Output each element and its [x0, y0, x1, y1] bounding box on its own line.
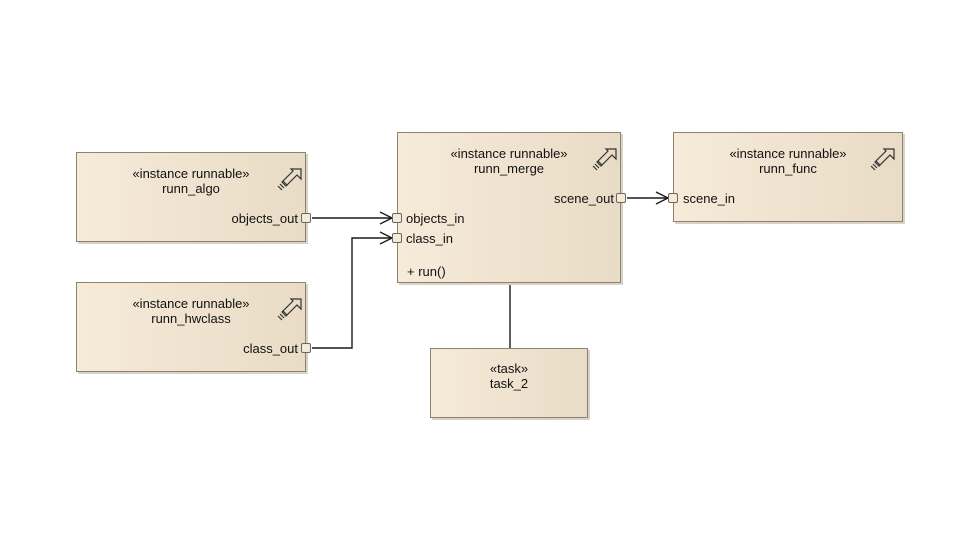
node-stereotype: «instance runnable»	[450, 146, 568, 161]
port-label-scene-in: scene_in	[683, 191, 736, 206]
port-label-objects-in: objects_in	[406, 211, 465, 226]
port-label-class-out: class_out	[243, 341, 298, 356]
node-stereotype: «instance runnable»	[132, 296, 250, 311]
node-name: task_2	[489, 376, 529, 391]
port-label-class-in: class_in	[406, 231, 453, 246]
node-name: runn_algo	[162, 181, 220, 196]
node-name: runn_hwclass	[151, 311, 231, 326]
runnable-icon	[870, 148, 895, 171]
node-runn-algo[interactable]: «instance runnable» runn_algo	[76, 152, 306, 242]
operation-run: + run()	[407, 264, 446, 279]
connector-class[interactable]	[312, 237, 392, 349]
port-class-in[interactable]	[392, 233, 402, 243]
port-class-out[interactable]	[301, 343, 311, 353]
node-stereotype: «instance runnable»	[729, 146, 847, 161]
runnable-icon	[277, 168, 302, 191]
node-name: runn_merge	[473, 161, 545, 176]
port-label-scene-out: scene_out	[554, 191, 614, 206]
node-runn-func[interactable]: «instance runnable» runn_func	[673, 132, 903, 222]
port-objects-out[interactable]	[301, 213, 311, 223]
port-scene-out[interactable]	[616, 193, 626, 203]
node-name: runn_func	[759, 161, 817, 176]
node-stereotype: «task»	[489, 361, 529, 376]
runnable-icon	[592, 148, 617, 171]
node-stereotype: «instance runnable»	[132, 166, 250, 181]
port-scene-in[interactable]	[668, 193, 678, 203]
runnable-icon	[277, 298, 302, 321]
port-label-objects-out: objects_out	[231, 211, 299, 226]
node-task-2[interactable]: «task» task_2	[430, 348, 588, 418]
port-objects-in[interactable]	[392, 213, 402, 223]
node-runn-hwclass[interactable]: «instance runnable» runn_hwclass	[76, 282, 306, 372]
node-runn-merge[interactable]: «instance runnable» runn_merge + run()	[397, 132, 621, 283]
